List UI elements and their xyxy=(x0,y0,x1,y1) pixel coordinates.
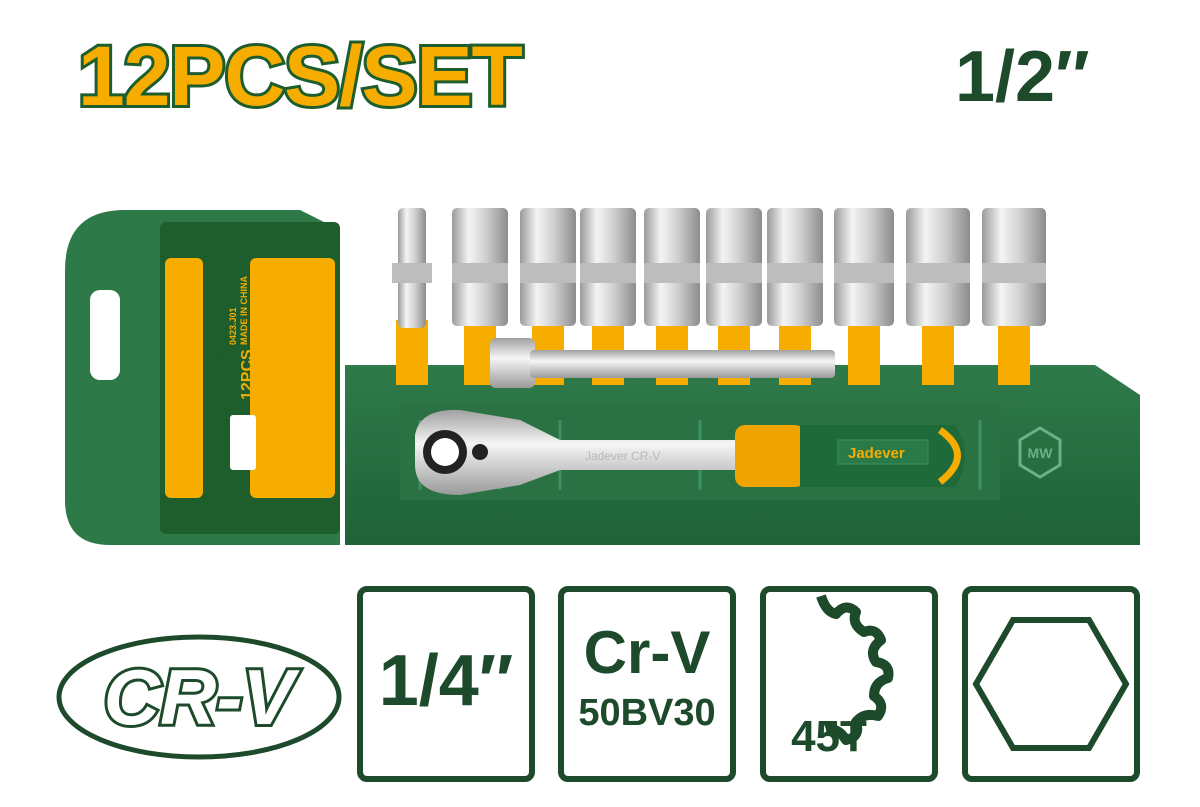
handle-brand: Jadever xyxy=(848,445,905,462)
socket xyxy=(392,208,432,385)
teeth-box: 45T xyxy=(760,586,938,782)
socket xyxy=(906,208,970,385)
socket xyxy=(982,208,1046,385)
tray-mw-logo: MW xyxy=(1018,426,1062,479)
extension-bar xyxy=(490,338,835,388)
socket xyxy=(834,208,894,385)
set-count-title: 12PCS/SET xyxy=(75,26,526,126)
drive-size-value: 1/4″ xyxy=(378,641,514,721)
teeth-count: 45T xyxy=(791,712,867,761)
crv-material-logo: CR-V xyxy=(56,634,342,760)
card-social: Jadever xyxy=(250,310,260,345)
drive-size-label: 1/2″ xyxy=(955,37,1090,117)
ratchet: Jadever CR-V Jadever xyxy=(415,409,965,495)
card-count: 12PCS xyxy=(239,349,256,400)
card-model: 0423.J01 xyxy=(228,307,238,345)
steel-name: Cr-V xyxy=(583,619,711,686)
svg-text:MW: MW xyxy=(1028,445,1054,461)
hex-profile-box xyxy=(962,586,1140,782)
drive-size-box: 1/4″ xyxy=(357,586,535,782)
card-brand: Jadever xyxy=(204,332,234,430)
socket xyxy=(452,208,508,385)
ratchet-engraving: Jadever CR-V xyxy=(585,449,660,463)
steel-grade: 50BV30 xyxy=(578,692,716,734)
svg-text:CR-V: CR-V xyxy=(104,653,301,741)
card-material: CR-V xyxy=(256,371,270,400)
card-origin: MADE IN CHINA xyxy=(239,276,249,345)
steel-box: Cr-V 50BV30 xyxy=(558,586,736,782)
package-card: 12PCS CR-V 0423.J01 MADE IN CHINA Jadeve… xyxy=(65,210,340,545)
gear-teeth-icon xyxy=(816,594,894,745)
hexagon-icon xyxy=(972,617,1130,751)
